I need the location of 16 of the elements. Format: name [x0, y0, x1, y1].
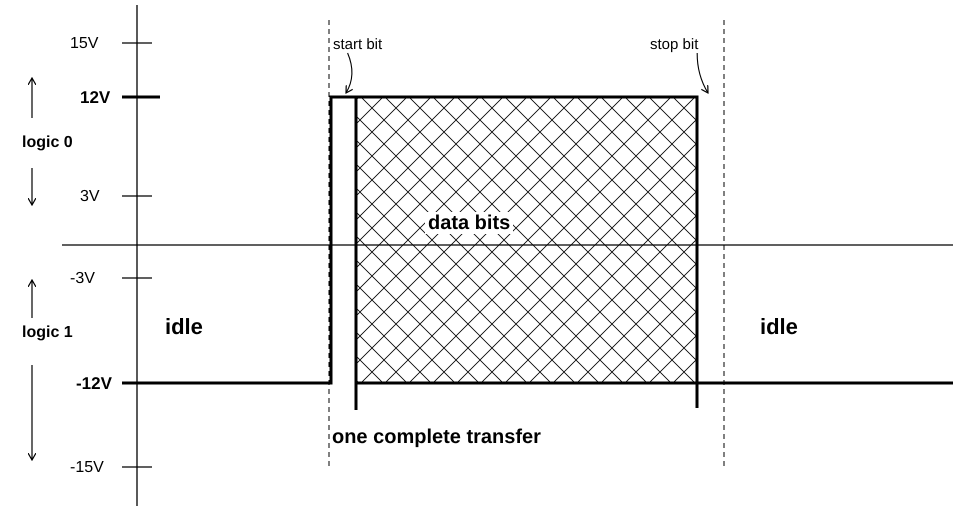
diagram-label: -15V: [70, 460, 104, 476]
diagram-label: 15V: [70, 36, 98, 52]
diagram-label: 3V: [80, 189, 100, 205]
diagram-label: idle: [165, 316, 203, 338]
diagram-label: logic 1: [22, 325, 73, 341]
diagram-label: -3V: [70, 271, 95, 287]
diagram-label: data bits: [425, 212, 514, 234]
diagram-label: logic 0: [22, 135, 73, 151]
diagram-label: -12V: [76, 375, 112, 392]
diagram-label: one complete transfer: [332, 427, 541, 447]
diagram-label: idle: [760, 316, 798, 338]
leader-line: [696, 53, 709, 94]
diagram-label: 12V: [80, 89, 110, 106]
callout-text: stop bit: [650, 37, 698, 52]
leader-line: [345, 52, 354, 94]
callout-text: start bit: [333, 37, 382, 52]
